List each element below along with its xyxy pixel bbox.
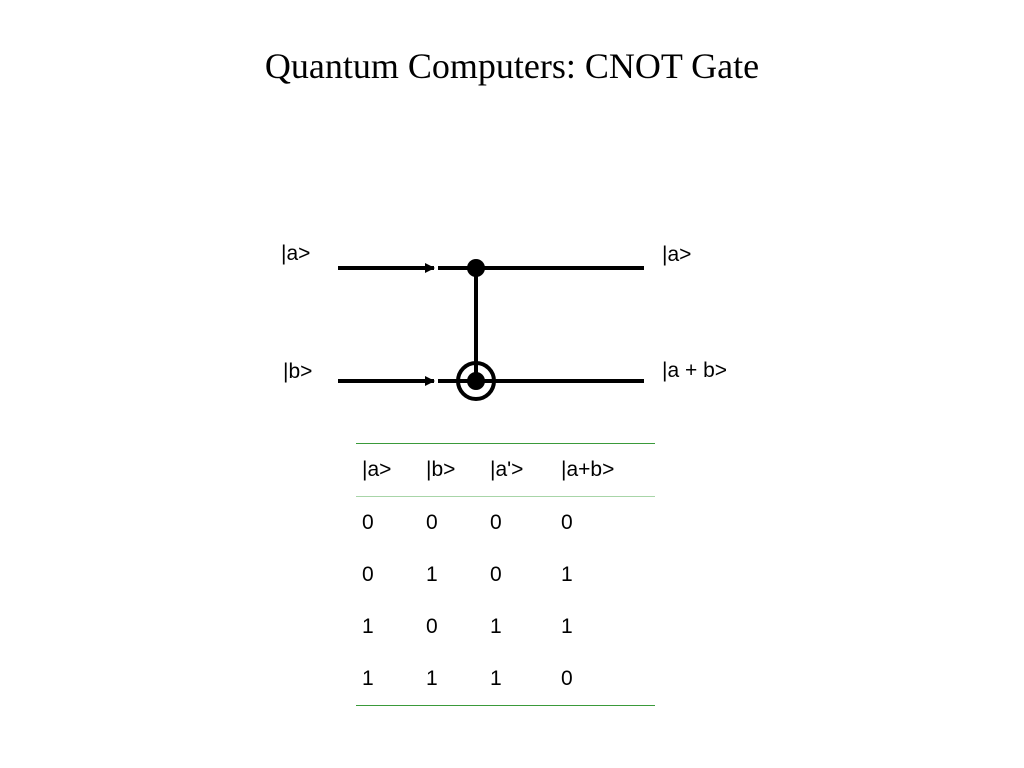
header-cell-a-prime: |a'> — [484, 443, 555, 497]
header-cell-b: |b> — [420, 443, 484, 497]
table-row: 1 0 1 1 — [356, 601, 655, 653]
table-cell: 1 — [426, 563, 438, 586]
output-a-label: |a> — [662, 243, 692, 266]
output-b-label: |a + b> — [662, 359, 728, 382]
table-cell: 1 — [490, 667, 502, 690]
input-b-label: |b> — [283, 360, 313, 383]
control-dot-icon — [467, 259, 485, 277]
header-cell-a: |a> — [356, 443, 420, 497]
header-cell-a-plus-b: |a+b> — [555, 443, 655, 497]
table-cell: 1 — [362, 615, 374, 638]
table-cell: 1 — [561, 615, 573, 638]
table-cell: 1 — [362, 667, 374, 690]
input-a-label: |a> — [281, 242, 311, 265]
slide-title: Quantum Computers: CNOT Gate — [264, 46, 760, 86]
table-row: 0 0 0 0 — [356, 497, 655, 550]
truth-table: |a> |b> |a'> |a+b> 0 0 0 0 0 1 0 1 1 0 1… — [356, 443, 655, 706]
table-cell: 0 — [426, 511, 438, 534]
table-row: 1 1 1 0 — [356, 653, 655, 706]
table-row: 0 1 0 1 — [356, 549, 655, 601]
table-cell: 0 — [362, 511, 374, 534]
table-cell: 0 — [490, 511, 502, 534]
table-cell: 0 — [490, 563, 502, 586]
table-cell: 1 — [490, 615, 502, 638]
table-cell: 0 — [561, 511, 573, 534]
target-dot-icon — [467, 372, 485, 390]
table-cell: 1 — [561, 563, 573, 586]
table-cell: 0 — [426, 615, 438, 638]
table-cell: 1 — [426, 667, 438, 690]
target-ring-icon — [456, 361, 496, 401]
table-cell: 0 — [362, 563, 374, 586]
table-cell: 0 — [561, 667, 573, 690]
truth-table-header-row: |a> |b> |a'> |a+b> — [356, 443, 655, 497]
